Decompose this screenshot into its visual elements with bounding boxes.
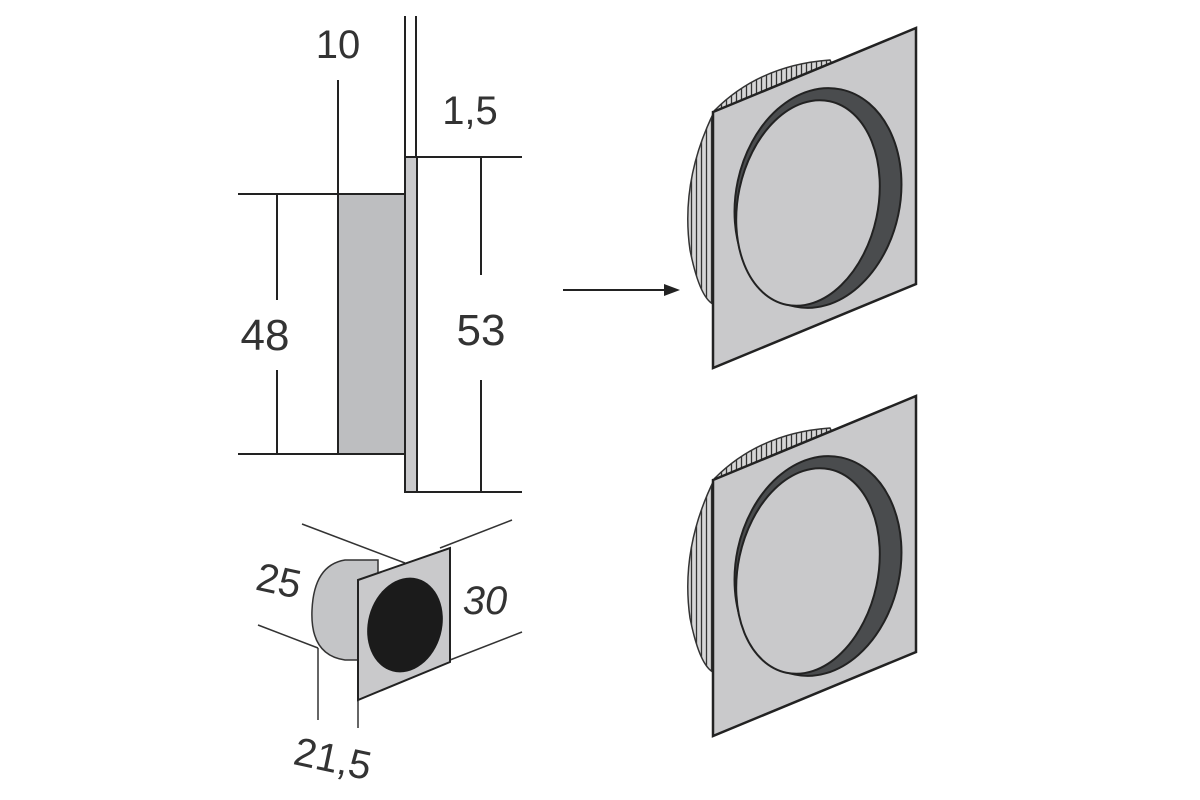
ext-25-bottom bbox=[257, 624, 319, 649]
handle-bottom bbox=[687, 394, 918, 738]
label-10: 10 bbox=[316, 23, 361, 67]
flange-plate bbox=[404, 156, 418, 493]
label-1-5: 1,5 bbox=[442, 89, 498, 133]
side-elevation-view: 10 1,5 48 53 bbox=[238, 16, 522, 493]
label-53: 53 bbox=[457, 306, 506, 355]
small-cup-recess bbox=[367, 577, 443, 673]
handle-top bbox=[687, 26, 918, 370]
small-isometric-view: 25 30 21,5 bbox=[252, 519, 523, 789]
handle-top-back-hatch-left bbox=[687, 109, 716, 307]
arrow-head bbox=[664, 284, 680, 296]
handle-top-cup-floor bbox=[735, 99, 881, 307]
handle-bottom-cup-floor bbox=[735, 467, 881, 675]
label-25: 25 bbox=[252, 555, 305, 607]
cup-body bbox=[337, 193, 407, 455]
label-30: 30 bbox=[463, 579, 508, 623]
ext-30-bottom bbox=[449, 631, 523, 661]
label-21-5: 21,5 bbox=[290, 730, 375, 789]
ext-30-top bbox=[439, 519, 513, 549]
arrow bbox=[563, 284, 680, 296]
label-48: 48 bbox=[241, 311, 290, 360]
ext-25-top bbox=[301, 523, 406, 564]
handle-bottom-back-hatch-left bbox=[687, 477, 716, 675]
